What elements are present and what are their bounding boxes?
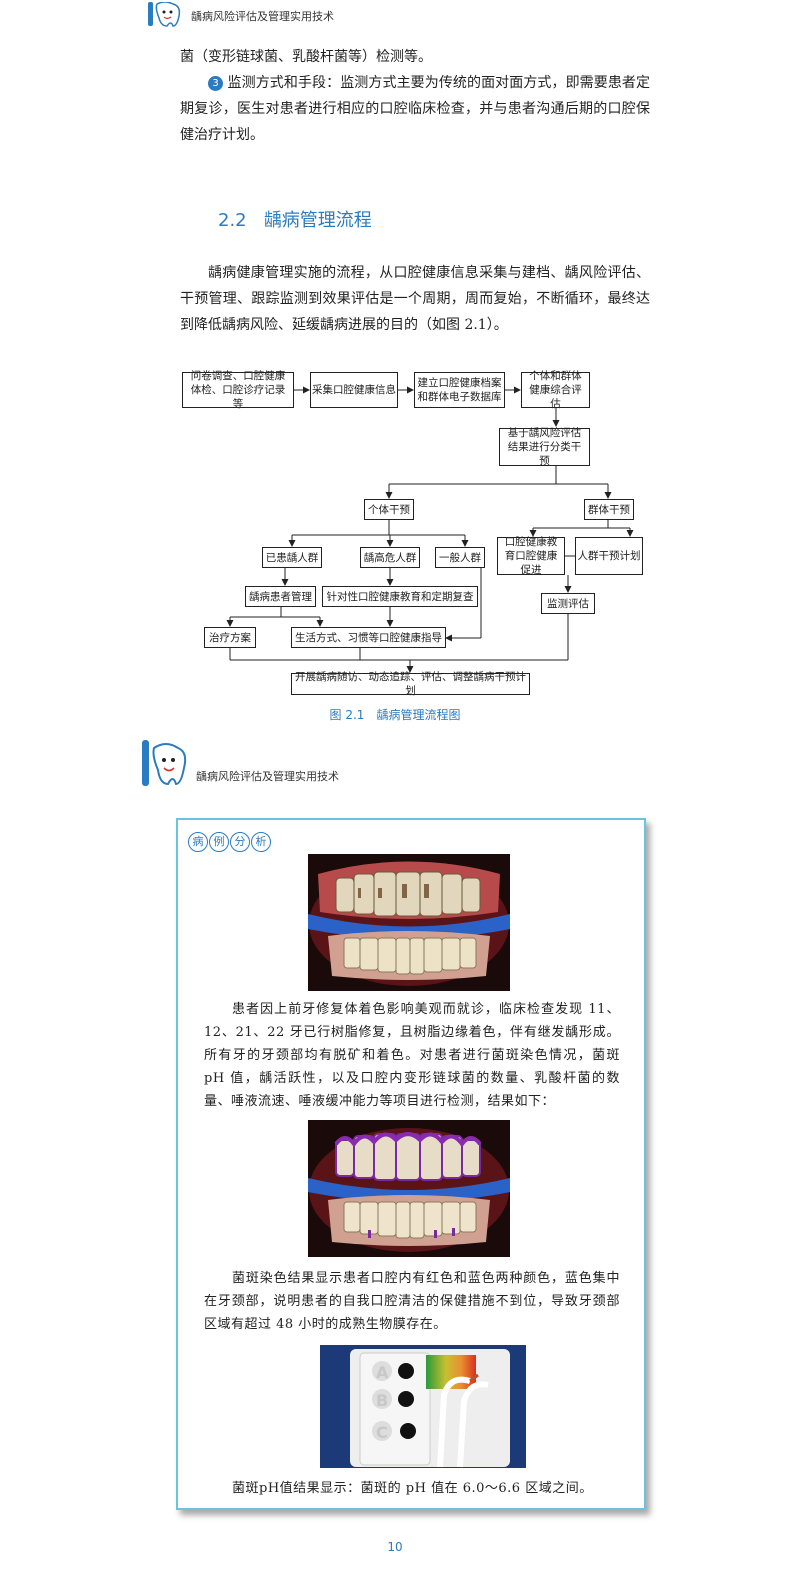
item3-paragraph: 3 监测方式和手段：监测方式主要为传统的面对面方式，即需要患者定期复诊，医生对患… <box>180 70 650 148</box>
number-badge: 3 <box>208 76 223 91</box>
page-number: 10 <box>387 1540 403 1554</box>
node-targeted: 针对性口腔健康教育和定期复查 <box>322 586 478 607</box>
label-c: C <box>376 1423 388 1442</box>
case-tag-char: 分 <box>230 832 250 852</box>
figure-caption: 图 2.1 龋病管理流程图 <box>329 708 461 722</box>
teeth-photo-1 <box>308 854 510 991</box>
node-classify: 基于龋风险评估结果进行分类干预 <box>499 427 590 467</box>
running-header-2: 龋病风险评估及管理实用技术 <box>140 738 339 790</box>
node-plan: 人群干预计划 <box>575 537 643 575</box>
label-a: A <box>376 1363 389 1382</box>
tooth-mascot-icon <box>142 740 187 786</box>
case-tag-char: 析 <box>251 832 271 852</box>
node-collect: 采集口腔健康信息 <box>310 372 398 408</box>
header-title: 龋病风险评估及管理实用技术 <box>191 10 334 23</box>
intro-line: 菌（变形链球菌、乳酸杆菌等）检测等。 <box>180 49 432 65</box>
ph-test-photo: A B C <box>320 1345 526 1468</box>
node-general: 一般人群 <box>435 547 485 568</box>
header-title-2: 龋病风险评估及管理实用技术 <box>196 770 339 783</box>
node-treat: 治疗方案 <box>204 627 256 648</box>
case-tag-char: 病 <box>188 832 208 852</box>
section-number: 2.2 <box>218 210 247 231</box>
node-survey: 问卷调查、口腔健康体检、口腔诊疗记录等 <box>182 370 294 410</box>
case-paragraph-1: 患者因上前牙修复体着色影响美观而就诊，临床检查发现 11、12、21、22 牙已… <box>204 1002 620 1109</box>
case-tag-char: 例 <box>209 832 229 852</box>
node-highrisk: 龋高危人群 <box>360 547 420 568</box>
item3-text: 监测方式和手段：监测方式主要为传统的面对面方式，即需要患者定期复诊，医生对患者进… <box>180 75 651 143</box>
node-group: 群体干预 <box>584 499 634 520</box>
running-header: 龋病风险评估及管理实用技术 <box>145 0 334 28</box>
section-paragraph: 龋病健康管理实施的流程，从口腔健康信息采集与建档、龋风险评估、干预管理、跟踪监测… <box>180 265 650 333</box>
tooth-mascot-icon <box>148 2 181 27</box>
node-assess: 个体和群体健康综合评估 <box>521 370 590 410</box>
node-monitor: 监测评估 <box>541 593 595 614</box>
case-paragraph-2: 菌斑染色结果显示患者口腔内有红色和蓝色两种颜色，蓝色集中在牙颈部，说明患者的自我… <box>204 1271 620 1332</box>
teeth-photo-stained <box>308 1120 510 1257</box>
case-paragraph-3: 菌斑pH值结果显示：菌斑的 pH 值在 6.0～6.6 区域之间。 <box>232 1481 593 1496</box>
node-caries: 已患龋人群 <box>262 547 322 568</box>
node-lifestyle: 生活方式、习惯等口腔健康指导 <box>291 627 446 648</box>
node-patient-mgmt: 龋病患者管理 <box>245 586 316 607</box>
node-followup: 开展龋病随访、动态追踪、评估、调整龋病干预计划 <box>291 671 530 697</box>
node-archive: 建立口腔健康档案和群体电子数据库 <box>414 372 505 408</box>
label-b: B <box>376 1391 389 1410</box>
section-heading: 2.2 龋病管理流程 <box>218 206 372 232</box>
node-edu: 口腔健康教育口腔健康促进 <box>497 536 565 576</box>
node-individual: 个体干预 <box>364 499 414 520</box>
case-tag: 病 例 分 析 <box>188 832 271 852</box>
section-title: 龋病管理流程 <box>263 210 372 231</box>
flowchart-connectors <box>226 386 634 673</box>
